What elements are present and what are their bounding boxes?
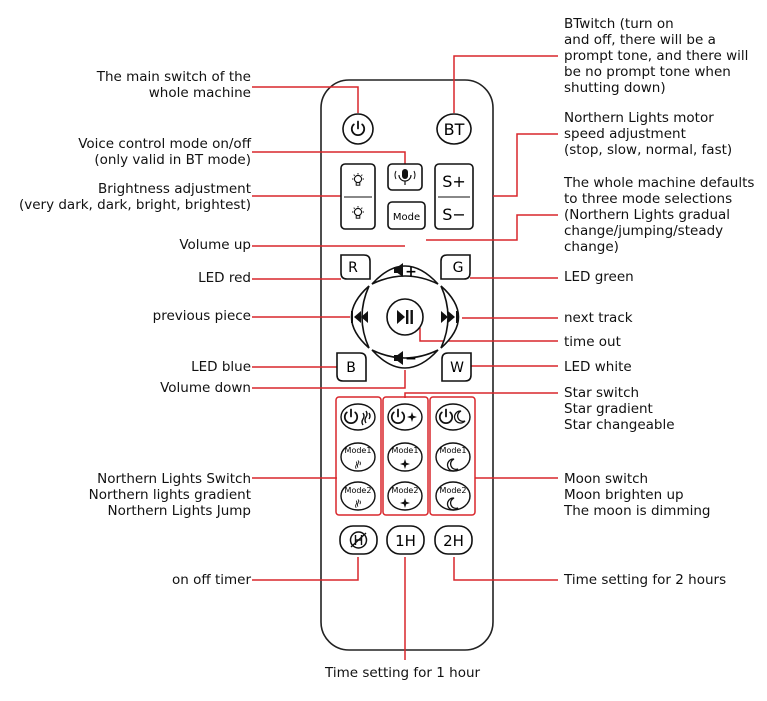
mode1-label: Mode1 xyxy=(345,446,372,455)
voice-control-button[interactable] xyxy=(387,163,423,191)
mode2-label: Mode2 xyxy=(440,486,467,495)
label-volume-up: Volume up xyxy=(179,237,251,253)
play-pause-button[interactable] xyxy=(386,298,424,336)
led-red-label: R xyxy=(348,260,358,276)
speed-down-button[interactable]: S− xyxy=(442,205,466,224)
label-time-out: time out xyxy=(564,334,621,350)
speed-up-button[interactable]: S+ xyxy=(442,172,466,191)
star-switch-button[interactable] xyxy=(387,403,423,431)
label-led-red: LED red xyxy=(198,270,251,286)
label-time-1h: Time setting for 1 hour xyxy=(325,665,481,681)
moon-dimming-button[interactable]: Mode2 xyxy=(435,481,471,511)
led-green-label: G xyxy=(453,260,464,276)
label-time-2h: Time setting for 2 hours xyxy=(564,572,727,588)
label-brightness: Brightness adjustment (very dark, dark, … xyxy=(18,181,251,213)
next-track-button[interactable] xyxy=(440,285,460,349)
timer-off-button[interactable] xyxy=(339,525,378,555)
bt-button-label: BT xyxy=(444,120,465,139)
mode2-label: Mode2 xyxy=(345,486,372,495)
label-moon-group: Moon switch Moon brighten up The moon is… xyxy=(564,471,711,519)
leader-time-2h xyxy=(453,557,558,581)
mode1-label: Mode1 xyxy=(440,446,467,455)
leader-timer xyxy=(252,557,359,581)
next-track-icon xyxy=(441,311,458,323)
bt-button[interactable]: BT xyxy=(436,113,472,145)
label-led-blue: LED blue xyxy=(191,359,251,375)
mode-button-label: Mode xyxy=(393,212,420,223)
label-previous-piece: previous piece xyxy=(152,308,251,324)
leader-main-switch xyxy=(252,86,359,113)
volume-up-button[interactable]: + xyxy=(371,263,439,285)
power-button[interactable] xyxy=(342,113,374,145)
leader-time-out xyxy=(419,328,558,342)
label-volume-down: Volume down xyxy=(160,380,251,396)
outline-northern-lights-column xyxy=(335,396,382,516)
label-led-green: LED green xyxy=(564,269,634,285)
label-voice-control: Voice control mode on/off (only valid in… xyxy=(78,136,251,168)
star-gradient-button[interactable]: Mode1 xyxy=(387,442,423,472)
label-on-off-timer: on off timer xyxy=(171,572,251,588)
previous-track-button[interactable] xyxy=(350,285,370,349)
timer-off-icon xyxy=(349,531,368,549)
outline-moon-column xyxy=(429,396,476,516)
leader-volume-down xyxy=(252,370,406,389)
mode-button[interactable]: Mode xyxy=(387,201,426,230)
previous-track-icon xyxy=(351,311,368,323)
label-motor-speed: Northern Lights motor speed adjustment (… xyxy=(564,110,733,158)
timer-2h-label: 2H xyxy=(443,532,464,550)
led-white-label: W xyxy=(450,360,464,376)
northern-lights-jump-button[interactable]: Mode2 xyxy=(340,481,376,511)
leader-motor xyxy=(493,133,558,197)
leader-lines xyxy=(252,55,558,660)
timer-1h-button[interactable]: 1H xyxy=(386,525,425,555)
northern-lights-switch-button[interactable] xyxy=(340,403,376,431)
play-pause-icon xyxy=(397,310,413,324)
outline-star-column xyxy=(382,396,429,516)
label-bt-switch: BTwitch (turn on and off, there will be … xyxy=(564,16,749,96)
label-led-white: LED white xyxy=(564,359,632,375)
northern-lights-gradient-button[interactable]: Mode1 xyxy=(340,442,376,472)
led-green-button[interactable]: G xyxy=(440,254,471,280)
moon-switch-button[interactable] xyxy=(435,403,471,431)
volume-down-label: − xyxy=(405,351,417,367)
label-main-switch: The main switch of the whole machine xyxy=(96,69,251,101)
led-blue-label: B xyxy=(346,360,356,376)
star-changeable-button[interactable]: Mode2 xyxy=(387,481,423,511)
leader-mode xyxy=(426,214,558,241)
led-red-button[interactable]: R xyxy=(340,254,371,280)
led-white-button[interactable]: W xyxy=(441,352,472,382)
moon-brighten-button[interactable]: Mode1 xyxy=(435,442,471,472)
microphone-icon xyxy=(394,169,416,185)
volume-up-label: + xyxy=(405,264,417,280)
timer-2h-button[interactable]: 2H xyxy=(434,525,473,555)
speed-button-group xyxy=(434,163,474,230)
leader-voice xyxy=(252,151,406,164)
label-mode-default: The whole machine defaults to three mode… xyxy=(564,175,755,255)
brightness-button-group xyxy=(340,163,376,230)
leader-bt xyxy=(453,55,558,113)
group-outlines xyxy=(335,396,476,516)
mode1-label: Mode1 xyxy=(392,446,419,455)
label-next-track: next track xyxy=(564,310,633,326)
led-blue-button[interactable]: B xyxy=(336,352,367,382)
label-star-group: Star switch Star gradient Star changeabl… xyxy=(564,385,675,433)
label-northern-lights-group: Northern Lights Switch Northern lights g… xyxy=(88,471,251,519)
volume-down-button[interactable]: − xyxy=(371,349,439,369)
timer-1h-label: 1H xyxy=(395,532,416,550)
mode2-label: Mode2 xyxy=(392,486,419,495)
